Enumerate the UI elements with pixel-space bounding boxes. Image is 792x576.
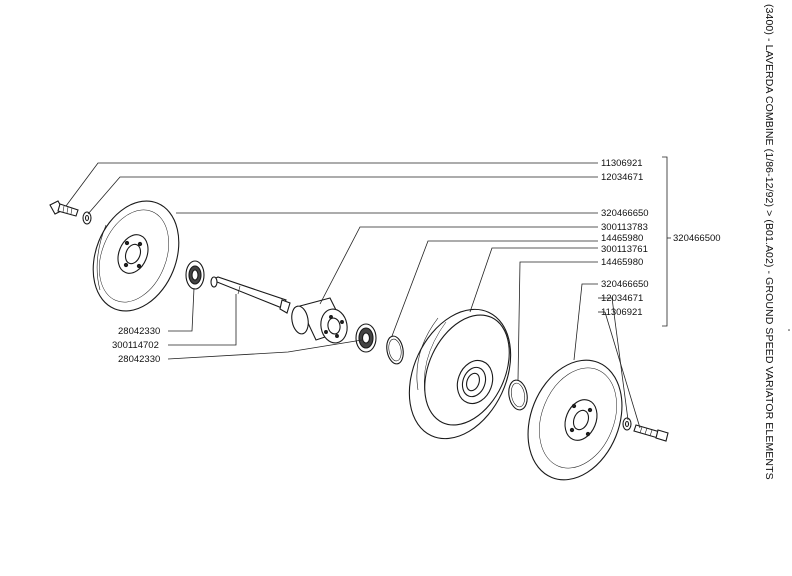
label-part-300113783: 300113783	[601, 222, 648, 233]
label-part-300113761: 300113761	[601, 244, 648, 255]
label-part-12034671-bottom: 12034671	[601, 293, 643, 304]
label-part-14465980-a: 14465980	[601, 233, 643, 244]
label-part-11306921-bottom: 11306921	[601, 307, 643, 318]
left-part-labels: 28042330 300114702 28042330	[112, 326, 160, 365]
label-part-28042330-top: 28042330	[118, 326, 160, 337]
middle-pulley-disc	[408, 308, 512, 440]
o-ring-1	[386, 335, 404, 365]
hub-sleeve	[291, 297, 348, 344]
left-pulley-disc	[92, 200, 180, 312]
label-part-320466650-bottom: 320466650	[601, 279, 649, 290]
right-washer	[622, 417, 632, 431]
right-bolt	[633, 424, 669, 442]
label-part-28042330-bottom: 28042330	[118, 354, 160, 365]
page-title-vertical: (3400) - LAVERDA COMBINE (1/86-12/92) > …	[763, 4, 775, 480]
label-part-12034671-top: 12034671	[601, 172, 643, 183]
label-part-320466650-top: 320466650	[601, 208, 649, 219]
left-bearing	[185, 260, 205, 290]
left-washer	[82, 211, 92, 225]
label-part-14465980-b: 14465980	[601, 257, 643, 268]
leader-lines	[65, 156, 671, 429]
label-part-11306921-top: 11306921	[601, 158, 643, 169]
o-ring-2	[508, 379, 528, 411]
label-part-300114702: 300114702	[112, 340, 159, 351]
speck	[788, 329, 790, 331]
right-part-labels: 11306921 12034671 320466650 300113783 14…	[601, 158, 721, 318]
left-bolt	[49, 200, 79, 217]
right-bearing	[355, 323, 377, 353]
label-assembly-320466500: 320466500	[673, 233, 721, 244]
shaft	[210, 276, 291, 314]
right-pulley-disc	[527, 359, 623, 481]
